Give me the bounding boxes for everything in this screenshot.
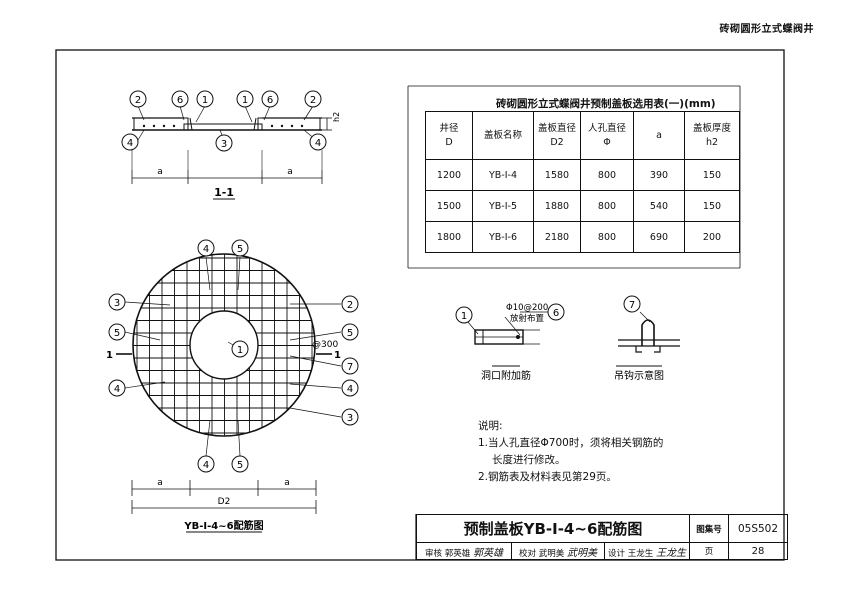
checker-signature: 武明美 <box>566 547 597 559</box>
opening-detail-drawing <box>467 311 548 367</box>
note-line: 2.钢筋表及材料表见第29页。 <box>478 471 617 483</box>
title-block: 预制盖板YB-Ⅰ-4~6配筋图 图集号 05S502 审核 郭英雄 郭英雄 校对… <box>416 514 788 560</box>
drawing-title: 预制盖板YB-Ⅰ-4~6配筋图 <box>416 514 690 543</box>
designer-signature: 王龙生 <box>655 547 686 559</box>
table-cell: 390 <box>633 159 685 191</box>
reviewer-signature: 郭英雄 <box>472 547 503 559</box>
designer-cell: 设计 王龙生 王龙生 <box>604 542 690 560</box>
table-row: 1200 YB-Ⅰ-4 1580 800 390 150 <box>425 159 740 191</box>
note-line: 长度进行修改。 <box>492 454 566 466</box>
table-cell: 1800 <box>425 221 473 253</box>
sheet-border <box>55 49 785 561</box>
notes: 说明: 1.当人孔直径Φ700时，须将相关钢筋的 长度进行修改。 2.钢筋表及材… <box>478 418 663 486</box>
atlas-label: 图集号 <box>689 514 729 543</box>
reviewer-cell: 审核 郭英雄 郭英雄 <box>416 542 512 560</box>
table-row: 1800 YB-Ⅰ-6 2180 800 690 200 <box>425 221 740 253</box>
table-cell: 1580 <box>533 159 581 191</box>
table-cell: 2180 <box>533 221 581 253</box>
table-frame <box>407 85 741 269</box>
table-cell: 150 <box>684 159 740 191</box>
table-cell: 800 <box>580 190 634 222</box>
table-cell: 540 <box>633 190 685 222</box>
notes-heading: 说明: <box>478 420 503 432</box>
selection-table-title: 砖砌圆形立式蝶阀井预制盖板选用表(一)(mm) <box>496 98 716 110</box>
note-line: 1.当人孔直径Φ700时，须将相关钢筋的 <box>478 437 664 449</box>
table-cell: 690 <box>633 221 685 253</box>
section-1-1-drawing <box>131 105 332 200</box>
table-cell: 150 <box>684 190 740 222</box>
table-cell: 800 <box>580 221 634 253</box>
hook-detail-drawing <box>616 311 680 367</box>
header-a: a <box>633 111 685 160</box>
table-cell: 1200 <box>425 159 473 191</box>
table-cell: YB-Ⅰ-4 <box>472 159 534 191</box>
table-cell: YB-Ⅰ-5 <box>472 190 534 222</box>
sheet-series-title: 砖砌圆形立式蝶阀井 <box>719 24 814 35</box>
page-label: 页 <box>689 542 729 560</box>
plan-view-drawing <box>116 253 342 533</box>
table-cell: 200 <box>684 221 740 253</box>
table-cell: 1880 <box>533 190 581 222</box>
atlas-number: 05S502 <box>728 514 788 543</box>
table-cell: 1500 <box>425 190 473 222</box>
table-cell: 800 <box>580 159 634 191</box>
table-row: 1500 YB-Ⅰ-5 1880 800 540 150 <box>425 190 740 222</box>
checker-cell: 校对 武明美 武明美 <box>511 542 605 560</box>
table-cell: YB-Ⅰ-6 <box>472 221 534 253</box>
header-plate-name: 盖板名称 <box>472 111 534 160</box>
page-number: 28 <box>728 542 788 560</box>
